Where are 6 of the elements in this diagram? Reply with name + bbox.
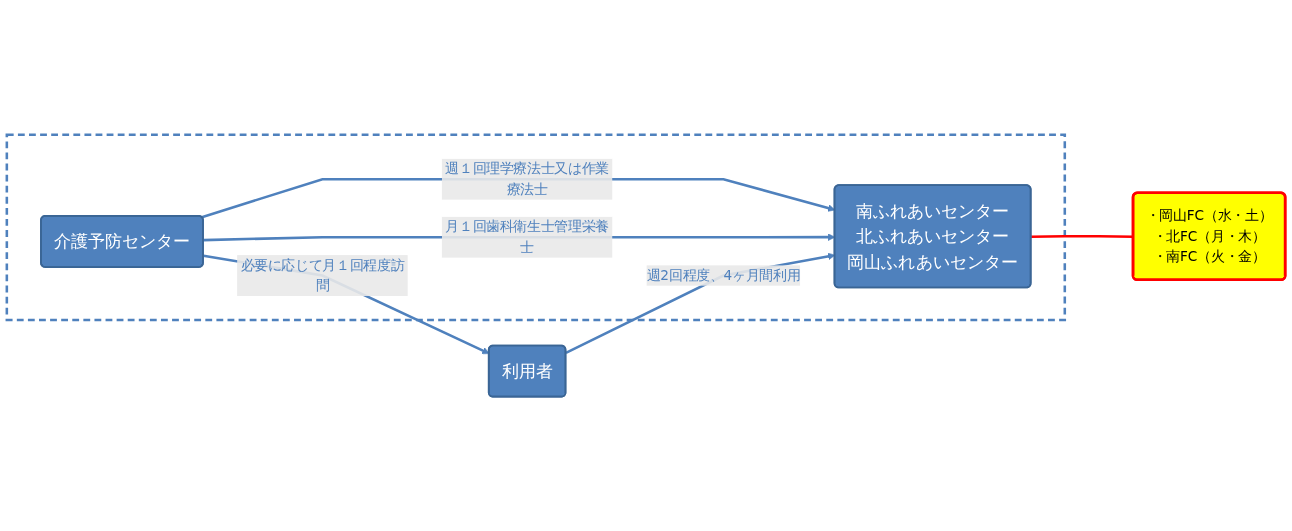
edge-label: 月１回歯科衛生士管理栄養士 (445, 218, 610, 255)
edge-label: 週2回程度、4ヶ月間利用 (646, 266, 801, 283)
connector (1031, 234, 1134, 238)
cluster (5, 133, 1067, 321)
edge-label: 必要に応じて月１回程度訪問 (240, 256, 405, 294)
edge-label: 週１回理学療法士又は作業療法士 (445, 160, 610, 197)
